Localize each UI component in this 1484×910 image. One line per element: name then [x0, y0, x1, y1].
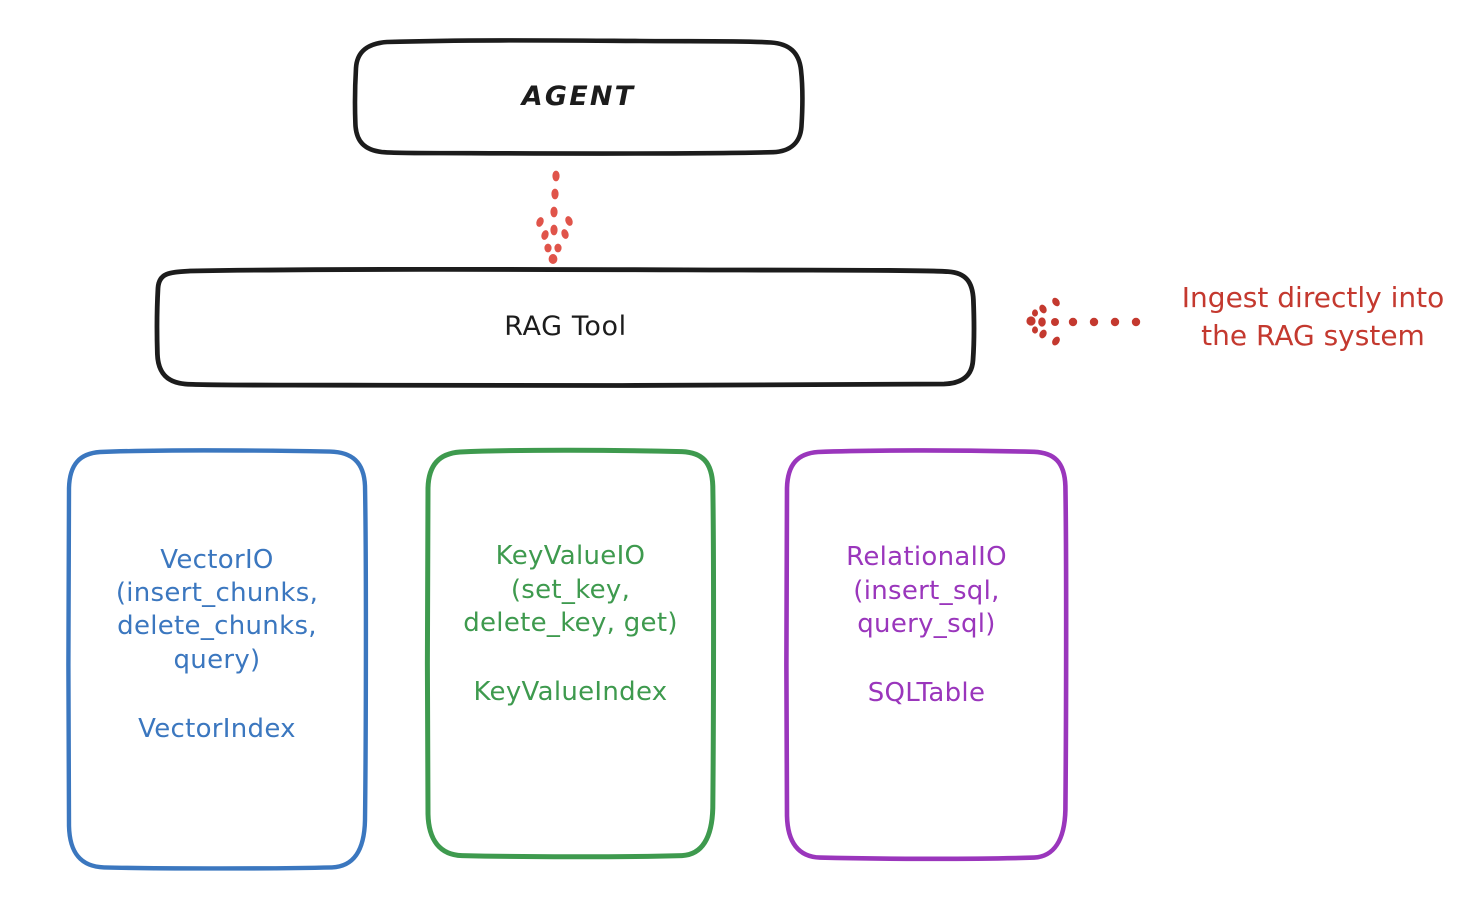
- agent-node[interactable]: AGENT: [355, 41, 802, 153]
- keyvalueio-index-label: KeyValueIndex: [473, 677, 668, 708]
- agent-node-label: AGENT: [521, 80, 636, 112]
- vectorio-node[interactable]: VectorIO (insert_chunks, delete_chunks, …: [68, 450, 366, 868]
- relationalio-node[interactable]: RelationalIO (insert_sql, query_sql) SQL…: [787, 450, 1066, 858]
- keyvalueio-text-block: KeyValueIO (set_key, delete_key, get) Ke…: [463, 540, 678, 709]
- ingest-annotation-text: Ingest directly into the RAG system: [1181, 281, 1445, 352]
- keyvalueio-node[interactable]: KeyValueIO (set_key, delete_key, get) Ke…: [428, 450, 713, 856]
- rag-tool-node-label: RAG Tool: [504, 310, 627, 342]
- agent-to-rag-dotted-arrow-icon: [536, 170, 573, 264]
- keyvalueio-api-label: KeyValueIO (set_key, delete_key, get): [463, 541, 678, 638]
- relationalio-api-label: RelationalIO (insert_sql, query_sql): [846, 542, 1007, 639]
- ingest-dotted-arrow-left-icon: [1026, 297, 1141, 346]
- relationalio-text-block: RelationalIO (insert_sql, query_sql) SQL…: [846, 541, 1007, 710]
- vectorio-index-label: VectorIndex: [138, 713, 296, 744]
- vectorio-text-block: VectorIO (insert_chunks, delete_chunks, …: [116, 544, 318, 746]
- vectorio-api-label: VectorIO (insert_chunks, delete_chunks, …: [115, 544, 319, 675]
- rag-tool-node[interactable]: RAG Tool: [157, 270, 974, 384]
- relationalio-table-label: SQLTable: [867, 678, 986, 709]
